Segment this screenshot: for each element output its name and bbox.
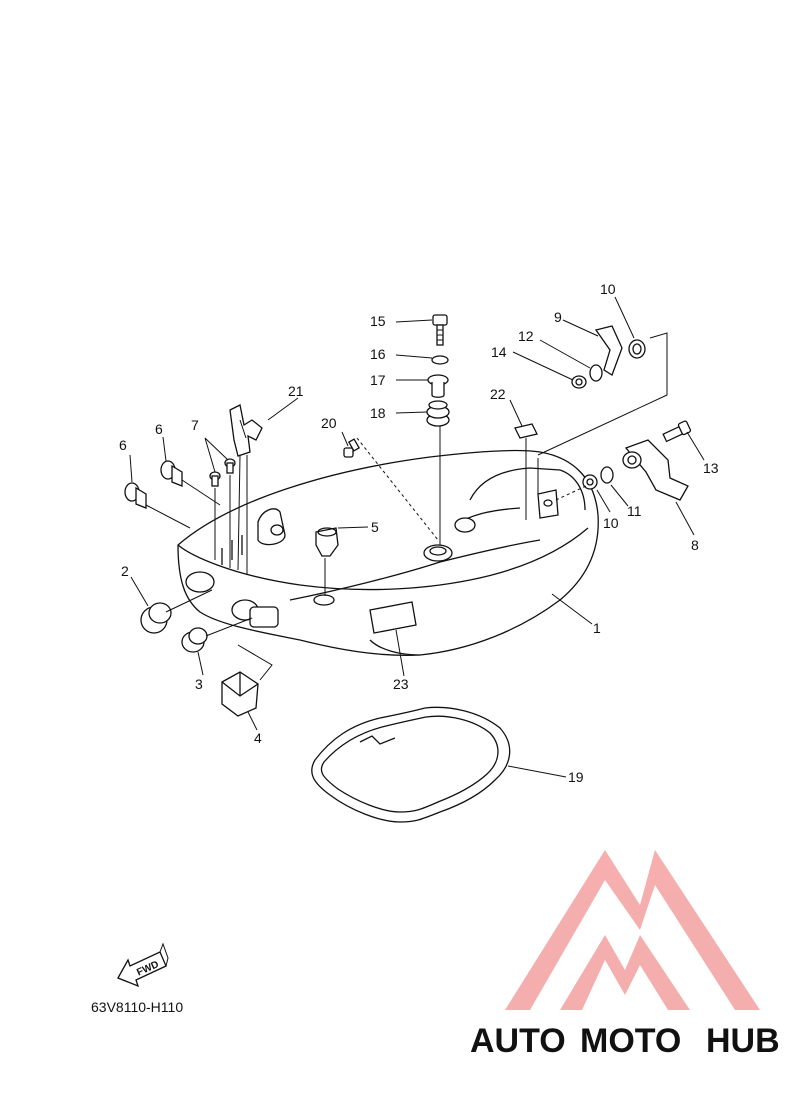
callout-10a: 10 bbox=[600, 281, 616, 297]
callout-23: 23 bbox=[393, 676, 409, 692]
callout-12: 12 bbox=[518, 328, 534, 344]
nut-10-top bbox=[628, 339, 646, 359]
washer-12 bbox=[589, 364, 603, 382]
bottom-cowling bbox=[177, 423, 599, 656]
callout-3: 3 bbox=[195, 676, 203, 692]
grommet-4 bbox=[221, 671, 259, 717]
watermark-auto: AUTO bbox=[470, 1022, 566, 1060]
callout-19: 19 bbox=[568, 769, 584, 785]
plug-6 bbox=[124, 460, 183, 509]
bracket-8 bbox=[622, 439, 689, 501]
callout-13: 13 bbox=[703, 460, 719, 476]
callout-6b: 6 bbox=[119, 437, 127, 453]
callout-15: 15 bbox=[370, 313, 386, 329]
callout-11: 11 bbox=[627, 503, 642, 519]
boss-5-mount bbox=[313, 594, 335, 606]
callout-2: 2 bbox=[121, 563, 129, 579]
callout-8: 8 bbox=[691, 537, 699, 553]
watermark-moto: MOTO bbox=[580, 1022, 681, 1060]
callout-20: 20 bbox=[321, 415, 337, 431]
bracket-9 bbox=[594, 325, 623, 376]
washer-11 bbox=[600, 466, 614, 484]
callout-18: 18 bbox=[370, 405, 386, 421]
pin-7 bbox=[209, 458, 236, 487]
plug-2 bbox=[140, 602, 172, 634]
callout-21: 21 bbox=[288, 383, 304, 399]
callout-22: 22 bbox=[490, 386, 506, 402]
clip-5 bbox=[315, 527, 339, 557]
drawing-code: 63V8110-H110 bbox=[91, 999, 183, 1015]
gasket-seal bbox=[311, 706, 511, 823]
bolt-13 bbox=[662, 420, 692, 443]
callout-5: 5 bbox=[371, 519, 379, 535]
callout-labels: 1 2 3 4 5 6 6 7 8 9 10 10 11 12 13 14 15… bbox=[119, 281, 719, 785]
nut-10-lower bbox=[582, 474, 598, 490]
leader-lines bbox=[129, 296, 705, 778]
callout-17: 17 bbox=[370, 372, 386, 388]
nut-14 bbox=[571, 375, 587, 389]
callout-6a: 6 bbox=[155, 421, 163, 437]
callout-4: 4 bbox=[254, 730, 262, 746]
callout-16: 16 bbox=[370, 346, 386, 362]
callout-9: 9 bbox=[554, 309, 562, 325]
grommet-18 bbox=[426, 400, 450, 427]
watermark-hub: HUB bbox=[706, 1022, 780, 1060]
callout-14: 14 bbox=[491, 344, 507, 360]
fwd-arrow-icon: FWD bbox=[117, 942, 169, 988]
watermark-text: AUTO MOTO HUB bbox=[470, 1022, 780, 1060]
plug-3 bbox=[181, 627, 208, 653]
clip-21 bbox=[229, 404, 263, 457]
callout-1: 1 bbox=[593, 620, 601, 636]
callout-7: 7 bbox=[191, 417, 199, 433]
callout-10b: 10 bbox=[603, 515, 619, 531]
watermark-logo-icon bbox=[505, 850, 760, 1010]
collar-17 bbox=[427, 374, 449, 398]
bolt-15 bbox=[432, 314, 448, 346]
washer-16 bbox=[431, 355, 449, 365]
screw-20 bbox=[343, 438, 360, 458]
